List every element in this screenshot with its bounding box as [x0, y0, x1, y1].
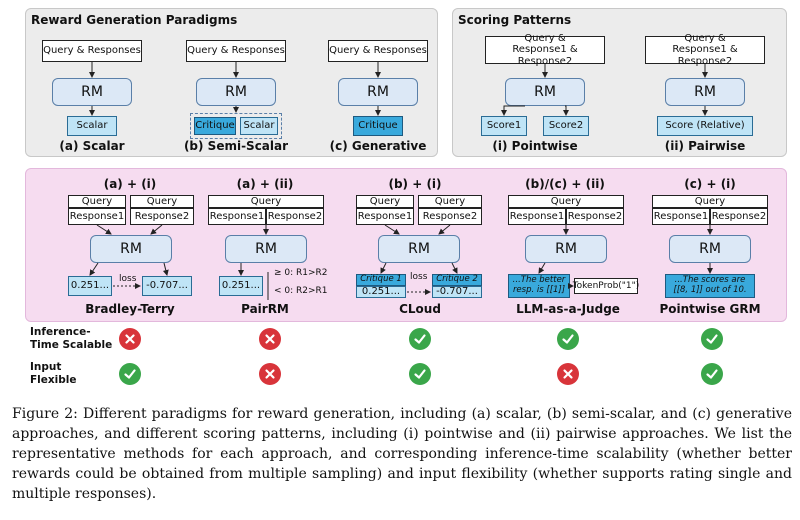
grm-combo-label: (c) + (i) [684, 177, 736, 191]
cross-icon [259, 328, 281, 350]
check-icon [409, 328, 431, 350]
label-c-generative: (c) Generative [329, 139, 427, 153]
pointwise-rm-box: RM [505, 78, 585, 106]
cross-icon [557, 363, 579, 385]
cloud-loss-label: loss [410, 272, 428, 282]
reward-generation-title: Reward Generation Paradigms [31, 13, 238, 27]
bt-response1-box: Response1 [68, 208, 126, 225]
pair-response1-box: Response1 [208, 208, 266, 225]
figure-caption: Figure 2: Different paradigms for reward… [12, 406, 792, 502]
inference-time-scalable-label: Inference- Time Scalable [30, 326, 113, 351]
pair-value-box: 0.251... [219, 276, 263, 296]
label-ii-pairwise: (ii) Pairwise [664, 139, 746, 153]
pair-rm-box: RM [225, 235, 307, 263]
pointwise-score1-box: Score1 [481, 116, 527, 136]
grm-response1-box: Response1 [652, 208, 710, 225]
bt-query1-box: Query [68, 195, 126, 208]
bt-rm-box: RM [90, 235, 172, 263]
judge-query-box: Query [508, 195, 624, 208]
check-icon [557, 328, 579, 350]
pair-condition2: < 0: R2>R1 [274, 286, 328, 296]
judge-output-text: ...The better resp. is [[1]] [508, 274, 570, 298]
cloud-method-name: CLoud [399, 302, 441, 316]
pair-combo-label: (a) + (ii) [236, 177, 294, 191]
cloud-value1-box: 0.251... [356, 286, 406, 298]
semi-scalar-query-box: Query & Responses [186, 40, 286, 62]
pair-method-name: PairRM [241, 302, 289, 316]
bt-value1-box: 0.251... [68, 276, 112, 296]
pointwise-query-box: Query & Response1 & Response2 [485, 33, 605, 67]
generative-critique-box: Critique [353, 116, 403, 136]
bt-loss-label: loss [119, 274, 137, 284]
judge-method-name: LLM-as-a-Judge [516, 302, 620, 316]
generative-rm-box: RM [338, 78, 418, 106]
input-flexible-label: Input Flexible [30, 361, 77, 386]
cloud-query2-box: Query [418, 195, 482, 208]
check-icon [701, 363, 723, 385]
scalar-output-box: Scalar [67, 116, 117, 136]
grm-method-name: Pointwise GRM [659, 302, 761, 316]
bt-combo-label: (a) + (i) [103, 177, 157, 191]
label-i-pointwise: (i) Pointwise [492, 139, 578, 153]
pairwise-score-relative-box: Score (Relative) [657, 116, 753, 136]
pairwise-query-box: Query & Response1 & Response2 [645, 33, 765, 67]
grm-response2-box: Response2 [710, 208, 768, 225]
grm-query-box: Query [652, 195, 768, 208]
label-b-semi-scalar: (b) Semi-Scalar [183, 139, 289, 153]
cloud-response2-box: Response2 [418, 208, 482, 225]
semi-scalar-output-group [190, 113, 282, 139]
check-icon [119, 363, 141, 385]
pair-query-box: Query [208, 195, 324, 208]
cloud-value2-box: -0.707... [432, 286, 482, 298]
judge-rm-box: RM [525, 235, 607, 263]
scoring-patterns-title: Scoring Patterns [458, 13, 572, 27]
check-icon [409, 363, 431, 385]
cross-icon [119, 328, 141, 350]
bt-response2-box: Response2 [130, 208, 194, 225]
pointwise-score2-box: Score2 [543, 116, 589, 136]
label-a-scalar: (a) Scalar [59, 139, 125, 153]
semi-scalar-scalar-box: Scalar [240, 117, 278, 135]
judge-response2-box: Response2 [566, 208, 624, 225]
pair-response2-box: Response2 [266, 208, 324, 225]
cloud-combo-label: (b) + (i) [388, 177, 442, 191]
cloud-critique1-box: Critique 1 [356, 274, 406, 286]
cloud-critique2-box: Critique 2 [432, 274, 482, 286]
scalar-rm-box: RM [52, 78, 132, 106]
cross-icon [259, 363, 281, 385]
judge-combo-label: (b)/(c) + (ii) [525, 177, 605, 191]
bt-method-name: Bradley-Terry [85, 302, 175, 316]
cloud-query1-box: Query [356, 195, 414, 208]
scalar-query-box: Query & Responses [42, 40, 142, 62]
pair-condition1: ≥ 0: R1>R2 [274, 268, 328, 278]
grm-rm-box: RM [669, 235, 751, 263]
pairwise-rm-box: RM [665, 78, 745, 106]
semi-scalar-critique-box: Critique [194, 117, 236, 135]
bt-value2-box: -0.707... [142, 276, 192, 296]
semi-scalar-rm-box: RM [196, 78, 276, 106]
grm-output-text: ...The scores are [[8, 1]] out of 10. [665, 274, 755, 298]
generative-query-box: Query & Responses [328, 40, 428, 62]
cloud-rm-box: RM [378, 235, 460, 263]
bt-query2-box: Query [130, 195, 194, 208]
judge-tokenprob-box: TokenProb("1") [573, 278, 639, 294]
judge-response1-box: Response1 [508, 208, 566, 225]
check-icon [701, 328, 723, 350]
cloud-response1-box: Response1 [356, 208, 414, 225]
